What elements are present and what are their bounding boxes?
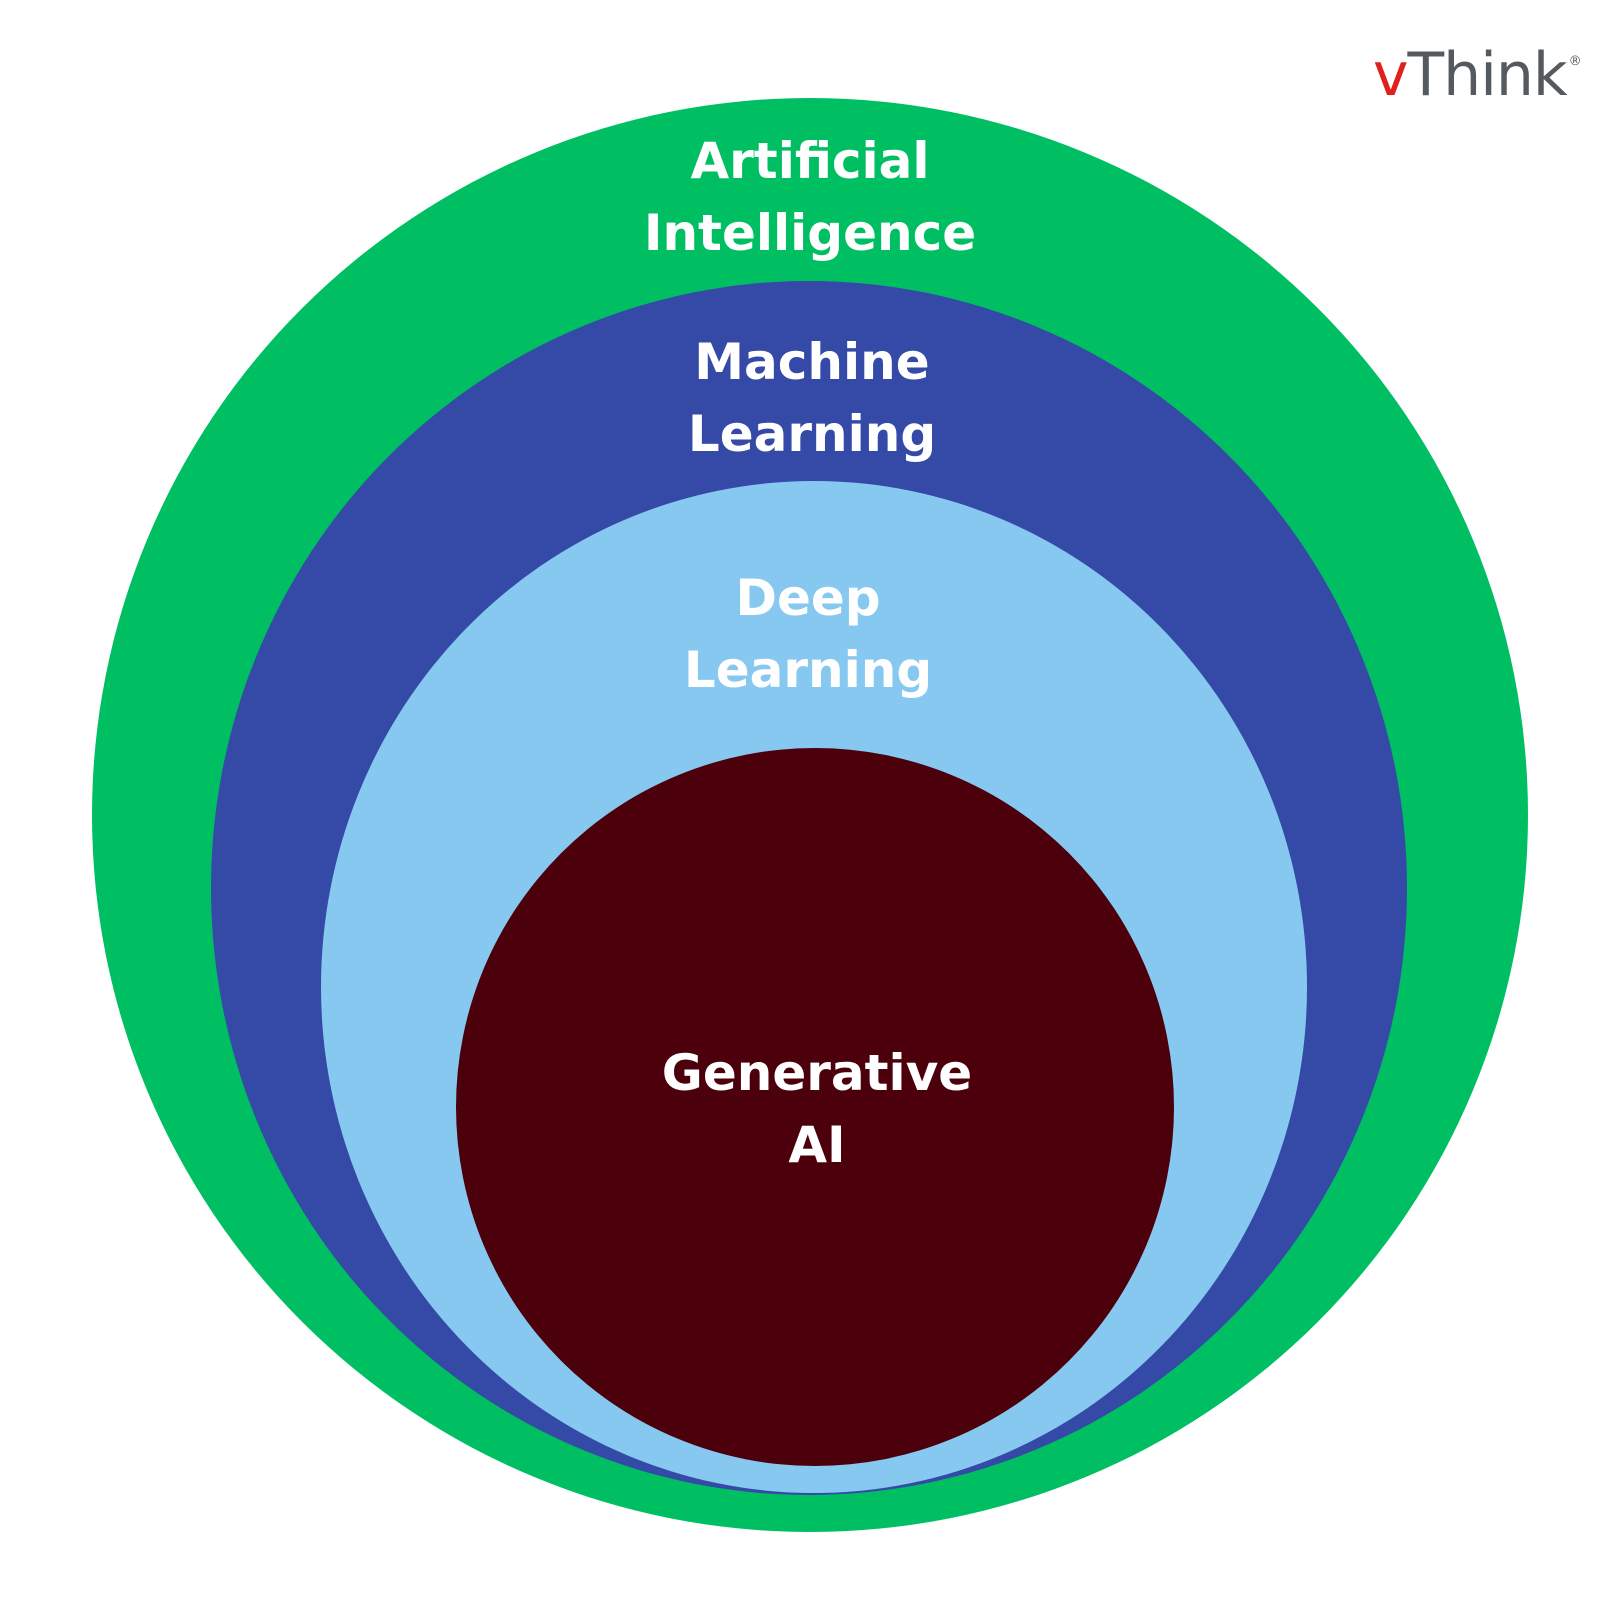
generative-ai-circle (456, 748, 1174, 1466)
label-line: Artificial (690, 132, 930, 190)
registered-mark-icon: ® (1568, 54, 1582, 69)
label-line: Generative (661, 1044, 973, 1102)
label-line: Learning (683, 641, 933, 699)
label-line: Learning (687, 405, 937, 463)
generative-ai-label: Generative AI (517, 1037, 1117, 1181)
machine-learning-label: Machine Learning (512, 326, 1112, 470)
label-line: AI (788, 1116, 846, 1174)
logo-accent-letter: v (1373, 40, 1409, 110)
label-line: Deep (735, 569, 881, 627)
logo-wordmark: Think (1407, 40, 1568, 110)
label-line: Machine (694, 333, 930, 391)
deep-learning-label: Deep Learning (508, 562, 1108, 706)
label-line: Intelligence (643, 204, 977, 262)
artificial-intelligence-label: Artificial Intelligence (510, 125, 1110, 269)
vthink-logo: vThink® (1373, 45, 1582, 105)
